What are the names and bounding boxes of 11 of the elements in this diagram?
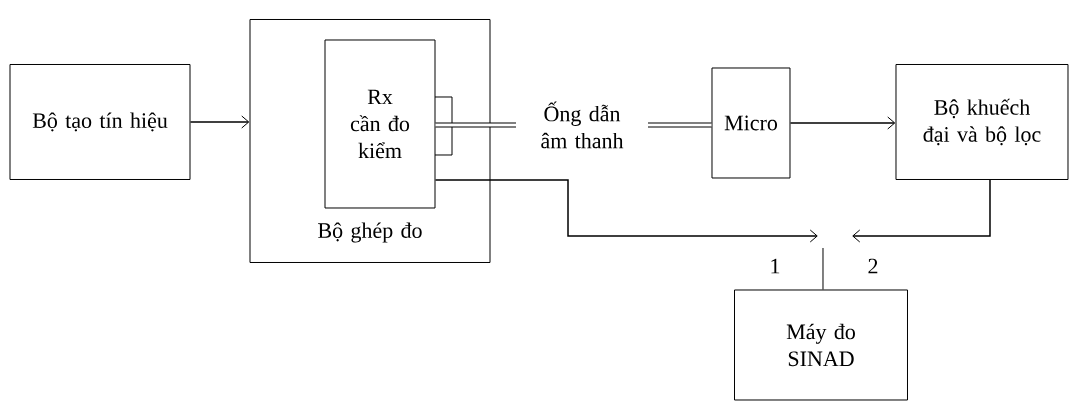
arrow — [852, 179, 991, 243]
arrow — [189, 115, 250, 129]
arrow — [434, 179, 818, 243]
edge-label: Ống dẫn âm thanh — [541, 101, 624, 149]
meter-box: Máy đo SINAD — [734, 289, 908, 401]
arrow — [789, 116, 896, 130]
connector-line — [822, 247, 824, 290]
amplifier-filter-box: Bộ khuếch đại và bộ lọc — [895, 64, 1069, 180]
receiver-box: Rx cần đo kiểm — [324, 39, 436, 209]
microphone-box: Micro — [711, 67, 791, 179]
generator-box: Bộ tạo tín hiệu — [9, 64, 191, 180]
